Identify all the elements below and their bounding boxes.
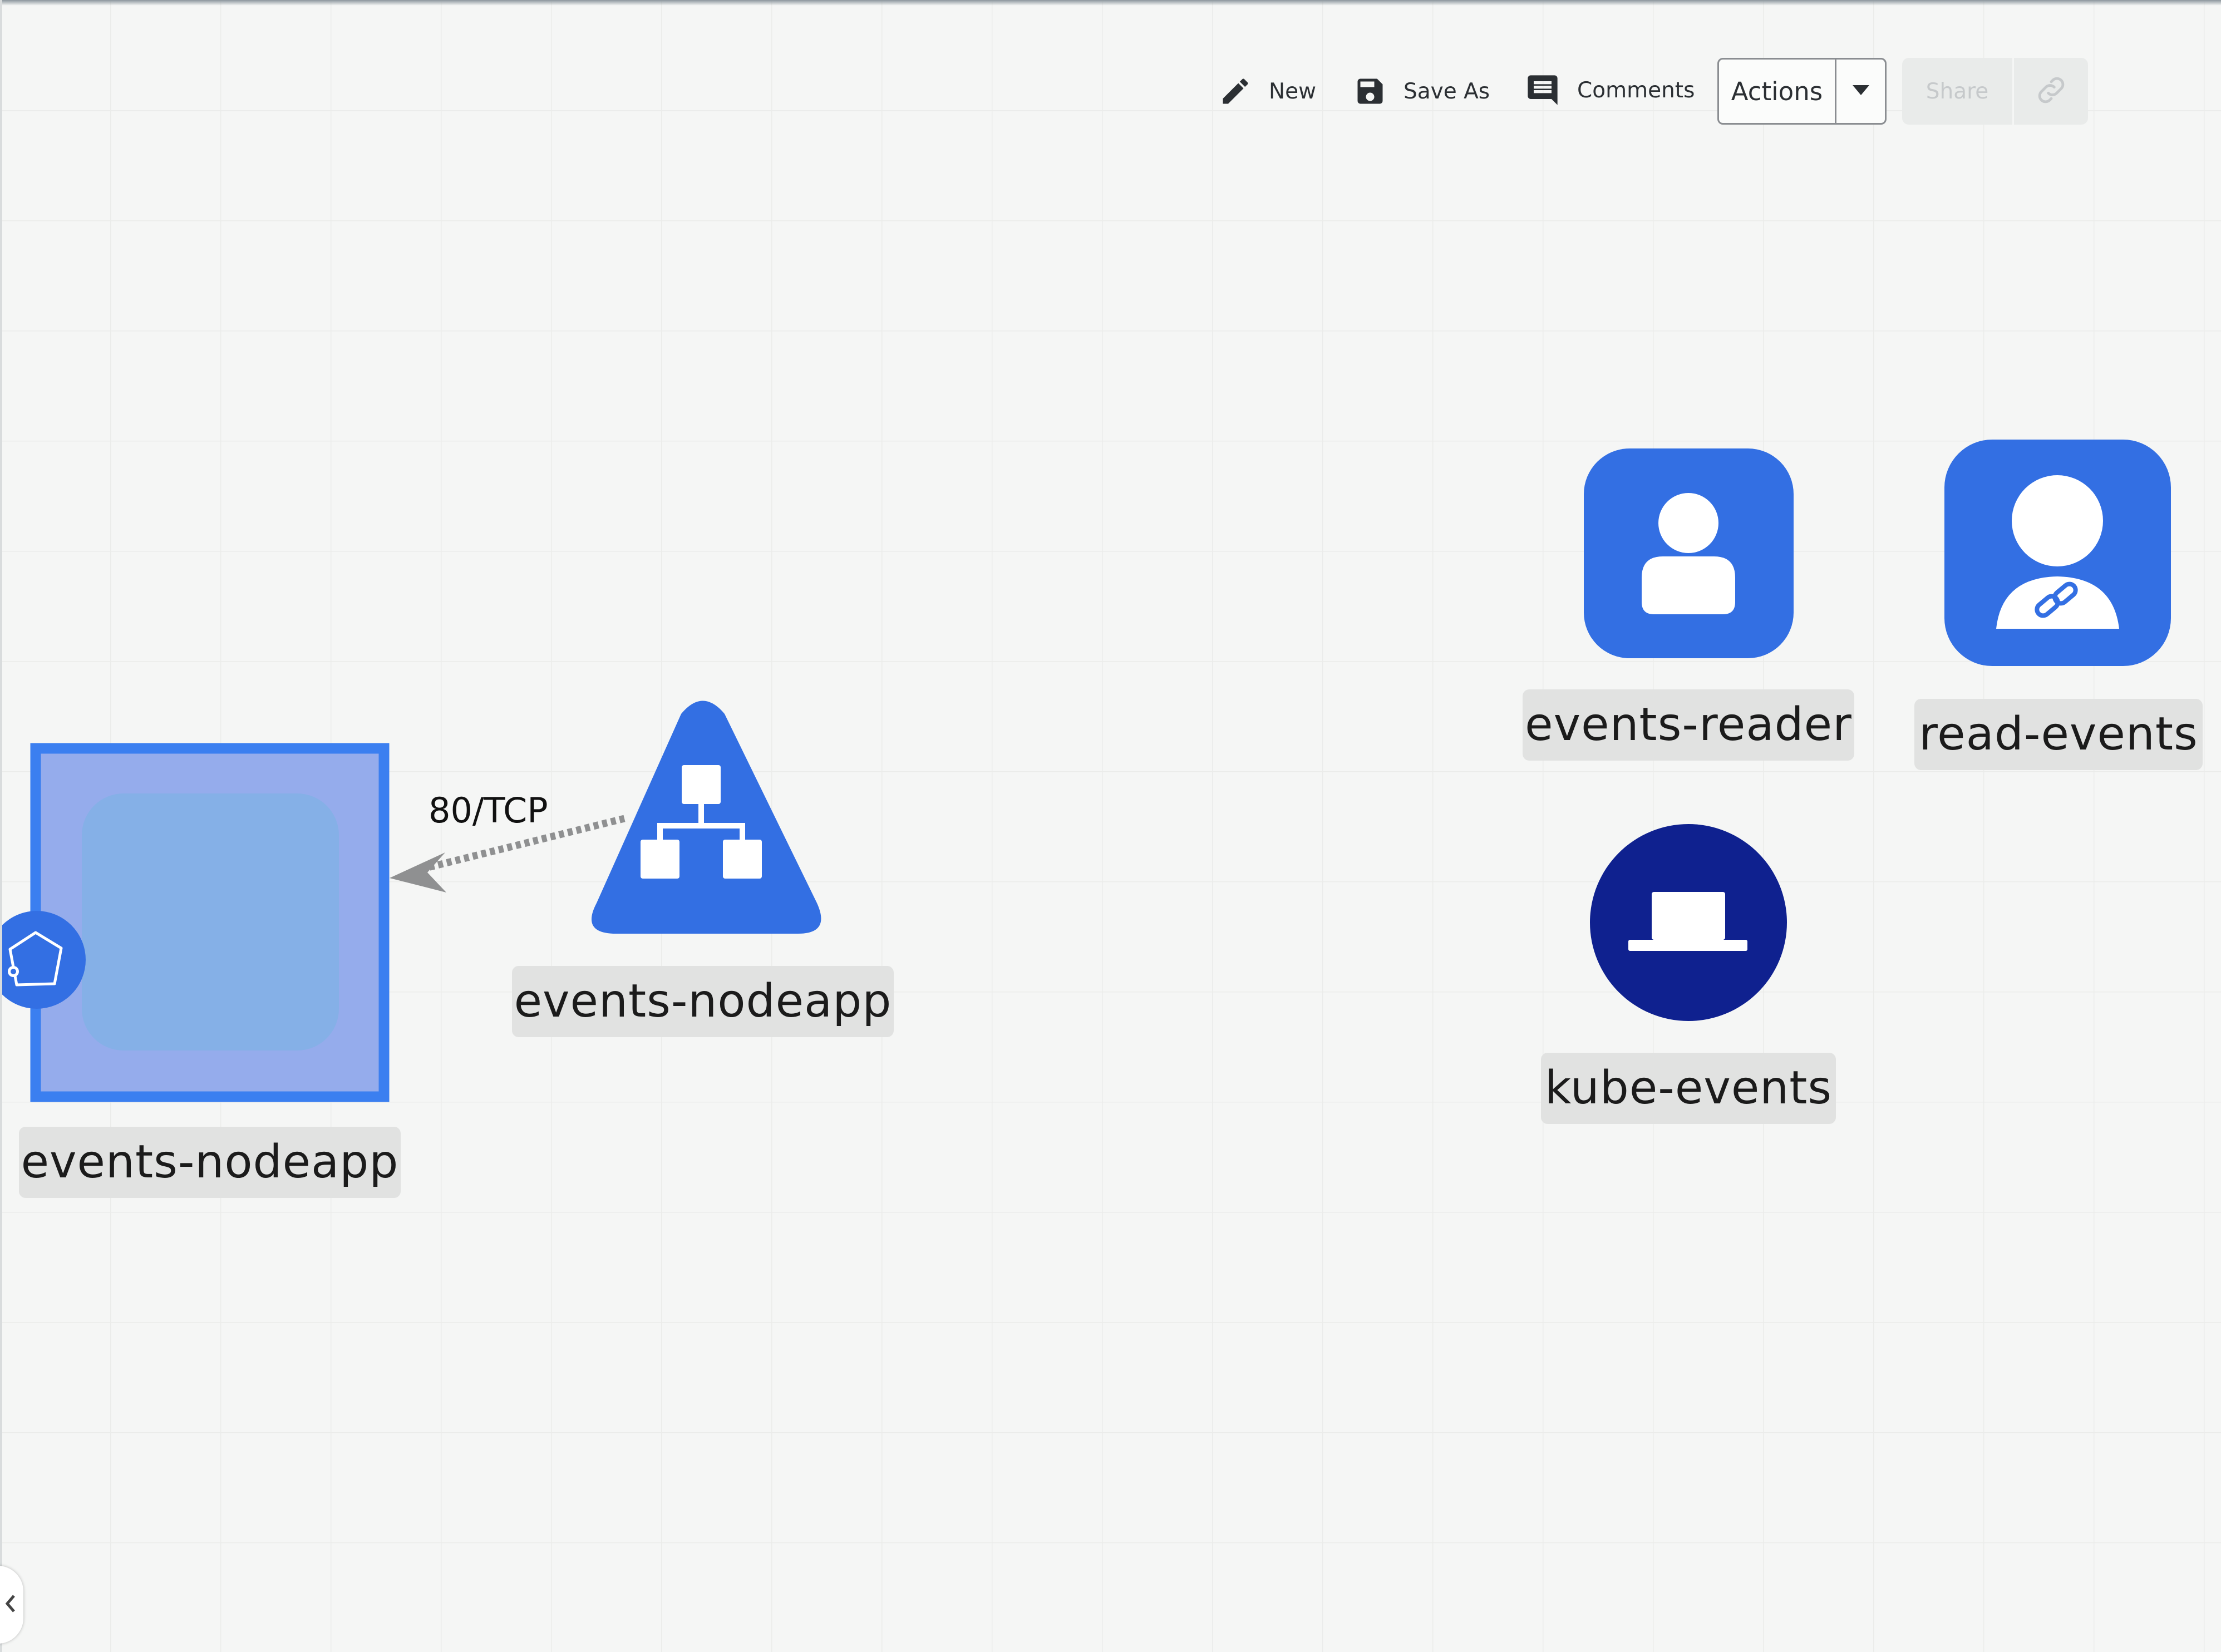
service-account-label[interactable]: events-reader bbox=[1523, 689, 1854, 761]
service-connection-edge[interactable] bbox=[390, 815, 626, 892]
comments-label: Comments bbox=[1577, 77, 1695, 103]
user-icon bbox=[1642, 493, 1735, 614]
share-button[interactable]: Share bbox=[1902, 58, 2014, 125]
copy-link-button[interactable] bbox=[2014, 58, 2088, 125]
edge-arrowhead bbox=[390, 852, 446, 892]
new-button[interactable]: New bbox=[1219, 73, 1316, 109]
namespace-node[interactable] bbox=[1590, 824, 1787, 1021]
comment-icon bbox=[1525, 72, 1560, 108]
service-label[interactable]: events-nodeapp bbox=[512, 966, 894, 1037]
pentagon-badge-icon[interactable] bbox=[0, 911, 86, 1009]
chevron-left-icon bbox=[4, 1594, 17, 1616]
service-node[interactable] bbox=[588, 701, 823, 934]
hat-icon bbox=[1628, 892, 1747, 951]
actions-dropdown-toggle[interactable] bbox=[1836, 60, 1885, 123]
top-shade bbox=[0, 0, 2221, 6]
deployment-label[interactable]: events-nodeapp bbox=[19, 1127, 401, 1198]
floppy-disk-icon bbox=[1353, 75, 1387, 108]
pencil-icon bbox=[1219, 75, 1252, 108]
service-account-node[interactable] bbox=[1584, 448, 1794, 658]
new-label: New bbox=[1269, 78, 1317, 104]
actions-button[interactable]: Actions bbox=[1719, 60, 1836, 123]
caret-down-icon bbox=[1852, 85, 1869, 97]
save-as-button[interactable]: Save As bbox=[1353, 73, 1490, 109]
namespace-label[interactable]: kube-events bbox=[1541, 1053, 1836, 1124]
edge-port-label: 80/TCP bbox=[429, 790, 548, 831]
share-group: Share bbox=[1902, 58, 2088, 125]
actions-menu: Actions bbox=[1717, 58, 1887, 125]
side-panel-toggle[interactable] bbox=[0, 1566, 23, 1644]
save-as-label: Save As bbox=[1403, 78, 1490, 104]
role-binding-node[interactable] bbox=[1944, 440, 2171, 666]
user-link-icon bbox=[1996, 475, 2119, 629]
deployment-node[interactable] bbox=[30, 743, 390, 1102]
link-icon bbox=[2033, 72, 2069, 110]
left-edge bbox=[0, 0, 2, 1652]
service-network-icon bbox=[641, 765, 762, 879]
deployment-box-icon bbox=[82, 793, 339, 1051]
role-binding-label[interactable]: read-events bbox=[1914, 699, 2203, 770]
comments-button[interactable]: Comments bbox=[1525, 72, 1695, 108]
